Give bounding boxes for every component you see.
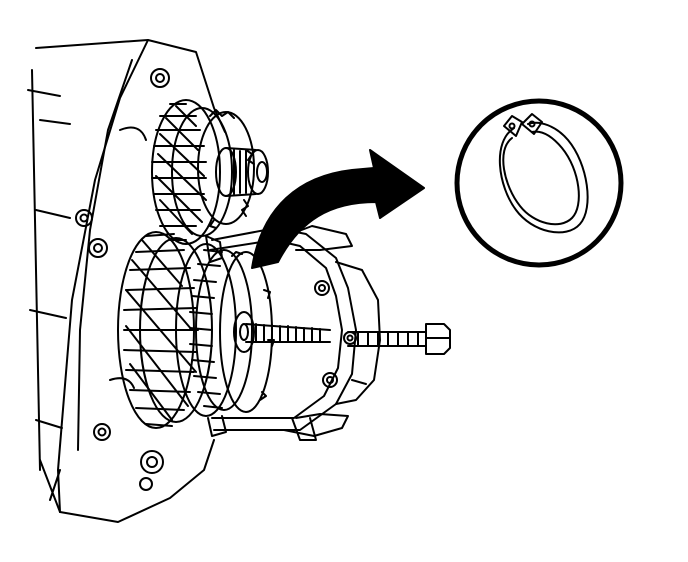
output-shaft-stub xyxy=(215,147,269,197)
removal-arrow xyxy=(251,149,425,269)
splined-ring xyxy=(175,243,253,417)
snap-ring-inset xyxy=(454,98,624,268)
transmission-case xyxy=(27,39,226,523)
lower-helical-gear xyxy=(117,231,213,429)
forcing-screw xyxy=(233,311,451,355)
case-bolt-holes xyxy=(75,68,170,491)
snap-ring xyxy=(498,113,589,234)
upper-helical-gear xyxy=(151,99,233,245)
